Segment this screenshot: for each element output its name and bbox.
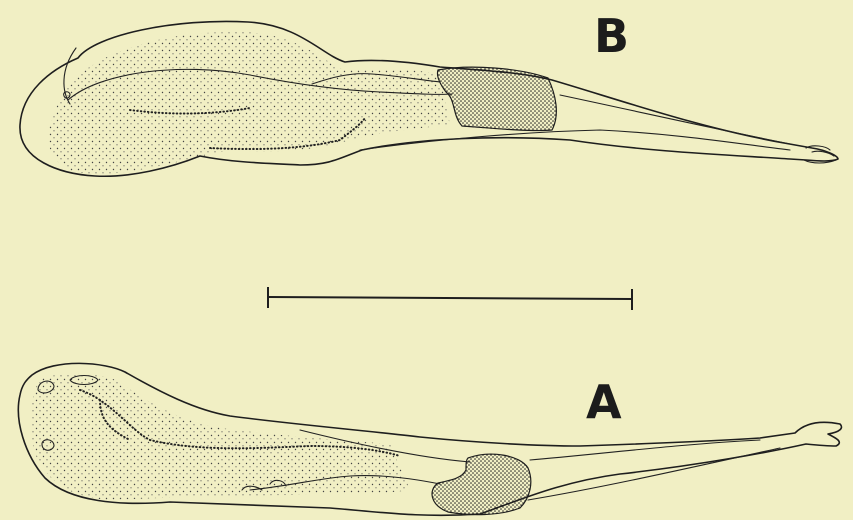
specimen-b-dense-region — [437, 67, 556, 130]
specimen-b-drawing — [20, 21, 838, 176]
scale-bar — [268, 287, 632, 310]
specimen-a-dense-region — [432, 454, 531, 514]
specimen-b-light-region — [49, 32, 450, 174]
figure-label-a: A — [586, 375, 622, 429]
specimen-a-inner-line-4 — [528, 448, 780, 500]
figure-label-b: B — [594, 9, 629, 63]
specimen-b-inner-line-5 — [560, 95, 790, 144]
specimen-a-drawing — [18, 363, 841, 515]
